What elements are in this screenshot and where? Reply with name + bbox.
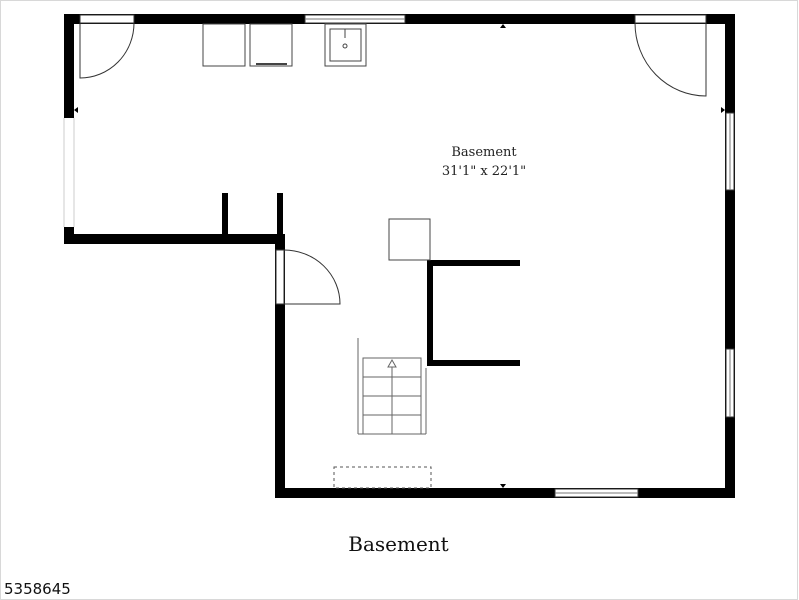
appliance-washer [202, 23, 246, 67]
partition-a [222, 193, 228, 237]
wall-c-top [427, 260, 520, 266]
markers [74, 24, 725, 488]
stairs-up-arrow-icon [387, 358, 397, 368]
door-top-right-gap [634, 14, 707, 24]
door-top-left-swing [79, 22, 135, 79]
wall-left-upper [64, 14, 74, 118]
wall-step [64, 234, 285, 244]
room-name: Basement [451, 145, 517, 160]
door-top-left-gap [79, 14, 135, 24]
room-dimensions: 31'1" x 22'1" [442, 164, 526, 179]
plan-title: Basement [348, 532, 449, 556]
door-inner-swing [283, 249, 341, 305]
windows [304, 14, 735, 498]
stairs [357, 338, 427, 435]
wall-bottom [275, 488, 735, 498]
wall-c-side [427, 260, 433, 366]
wall-right [725, 14, 735, 498]
fixtures [202, 23, 431, 261]
partition-b [277, 193, 283, 237]
door-top-right-swing [634, 22, 707, 97]
wall-c-bottom [427, 360, 520, 366]
listing-id: 5358645 [4, 580, 71, 598]
wall-inner-left [275, 234, 285, 498]
left-opening [64, 118, 74, 227]
doors [79, 14, 707, 305]
door-inner-gap [275, 249, 285, 305]
dashed-fixture [333, 466, 432, 489]
water-heater [388, 218, 431, 261]
appliance-dryer [249, 23, 293, 67]
